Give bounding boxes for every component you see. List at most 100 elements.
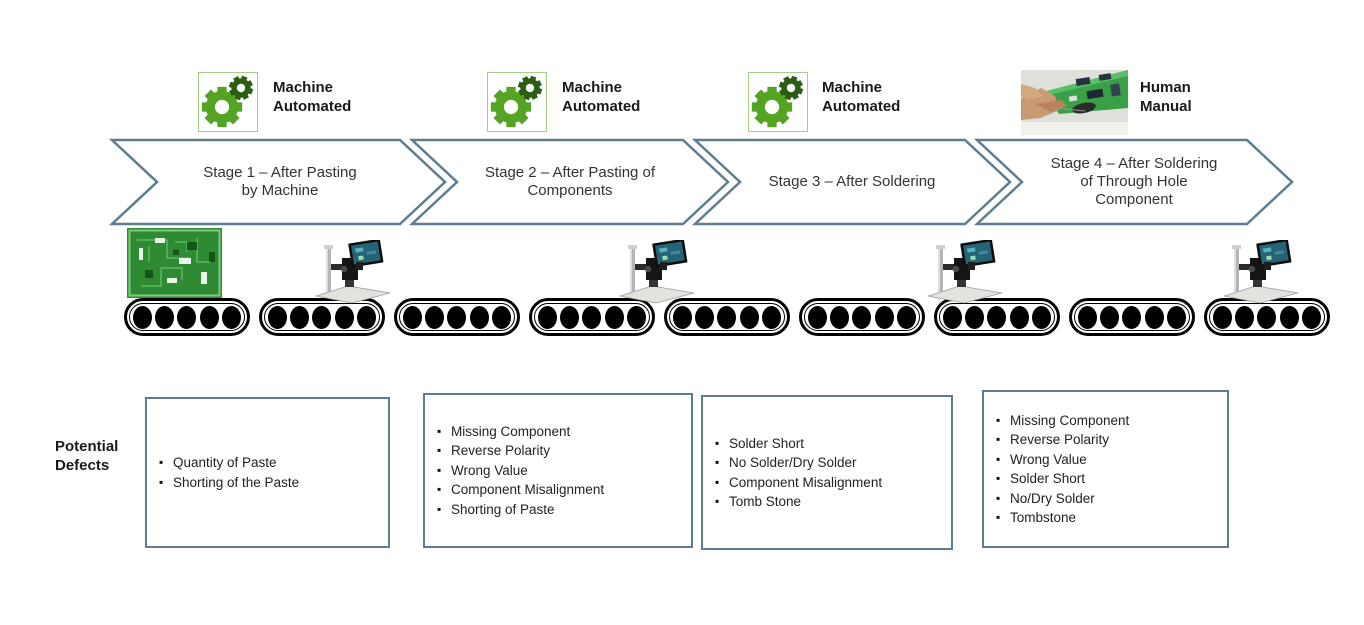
defect-item: Shorting of Paste (437, 500, 685, 520)
roller-dot (425, 305, 445, 329)
arrow-label-line: Stage 3 – After Soldering (768, 173, 936, 190)
conveyor-segment (664, 298, 790, 336)
conveyor-belt (124, 298, 1330, 336)
hands-on-pcb-image (1021, 70, 1128, 135)
inspection-station-icon (1222, 238, 1300, 304)
stage3-arrow (691, 138, 1012, 226)
defect-item: Tomb Stone (715, 492, 945, 512)
roller-dot (491, 305, 511, 329)
roller-dot (943, 305, 963, 329)
human-manual-image (1021, 70, 1128, 135)
roller-dot (1235, 305, 1255, 329)
defect-item: No Solder/Dry Solder (715, 453, 945, 473)
stage2-arrow (408, 138, 730, 226)
roller-dot (739, 305, 759, 329)
machine-automated-icon (748, 72, 808, 132)
stage2-defects-box: Missing ComponentReverse PolarityWrong V… (423, 393, 693, 548)
defect-item: Shorting of the Paste (159, 473, 382, 493)
roller-dot (582, 305, 602, 329)
stage2-defect-list: Missing ComponentReverse PolarityWrong V… (425, 422, 691, 520)
mode-label-line: Automated (822, 98, 901, 115)
roller-dot (717, 305, 737, 329)
roller-dot (1257, 305, 1277, 329)
roller-dot (221, 305, 241, 329)
stage1-mode-label: Machine Automated (273, 78, 351, 116)
roller-dot (1166, 305, 1186, 329)
stage3-defect-list: Solder ShortNo Solder/Dry SolderComponen… (703, 434, 951, 512)
defect-item: Wrong Value (996, 450, 1221, 470)
stage4-mode-label: Human Manual (1140, 78, 1192, 116)
stage1-arrow (108, 138, 447, 226)
conveyor-segment (259, 298, 385, 336)
roller-dot (673, 305, 693, 329)
arrow-label-line: by Machine (241, 182, 319, 199)
roller-dot (626, 305, 646, 329)
stage4-arrow (973, 138, 1294, 226)
defect-item: Missing Component (996, 411, 1221, 431)
roller-dot (403, 305, 423, 329)
conveyor-segment (529, 298, 655, 336)
roller-dot (1031, 305, 1051, 329)
roller-dot (1301, 305, 1321, 329)
roller-dot (538, 305, 558, 329)
stage2-mode-label: Machine Automated (562, 78, 640, 116)
roller-dot (268, 305, 288, 329)
machine-automated-icon (198, 72, 258, 132)
defect-item: Reverse Polarity (996, 430, 1221, 450)
stage3-defects-box: Solder ShortNo Solder/Dry SolderComponen… (701, 395, 953, 550)
conveyor-segment (799, 298, 925, 336)
defect-item: Tombstone (996, 508, 1221, 528)
roller-dot (1144, 305, 1164, 329)
mode-label-line: Automated (273, 98, 352, 115)
roller-dot (987, 305, 1007, 329)
defect-item: Component Misalignment (437, 480, 685, 500)
inspection-station-icon (926, 238, 1004, 304)
roller-dot (896, 305, 916, 329)
roller-dot (965, 305, 985, 329)
roller-dot (290, 305, 310, 329)
arrow-label-line: Stage 2 – After Pasting of (484, 164, 656, 181)
roller-dot (874, 305, 894, 329)
mode-label-line: Human (1140, 79, 1191, 96)
arrow-label-line: Stage 4 – After Soldering (1050, 155, 1218, 172)
inspection-station-icon (618, 238, 696, 304)
roller-dot (604, 305, 624, 329)
roller-dot (808, 305, 828, 329)
gears-icon (751, 72, 807, 128)
inspection-station-icon (314, 238, 392, 304)
defect-item: Solder Short (996, 469, 1221, 489)
stage4-defect-list: Missing ComponentReverse PolarityWrong V… (984, 411, 1227, 528)
arrow-label-line: Components (527, 182, 613, 199)
defect-item: Missing Component (437, 422, 685, 442)
roller-dot (447, 305, 467, 329)
conveyor-segment (1204, 298, 1330, 336)
roller-dot (1213, 305, 1233, 329)
roller-dot (177, 305, 197, 329)
gears-icon (490, 72, 546, 128)
machine-automated-icon (487, 72, 547, 132)
mode-label-line: Manual (1140, 98, 1192, 115)
arrow-label-line: Component (1095, 191, 1173, 208)
mode-label-line: Machine (273, 79, 334, 96)
roller-dot (334, 305, 354, 329)
roller-dot (1078, 305, 1098, 329)
roller-dot (356, 305, 376, 329)
roller-dot (1009, 305, 1029, 329)
roller-dot (830, 305, 850, 329)
stage-arrows (108, 138, 1294, 226)
roller-dot (199, 305, 219, 329)
conveyor-segment (1069, 298, 1195, 336)
stage3-mode-label: Machine Automated (822, 78, 900, 116)
roller-dot (761, 305, 781, 329)
roller-dot (695, 305, 715, 329)
roller-dot (312, 305, 332, 329)
roller-dot (155, 305, 175, 329)
arrow-label-line: of Through Hole (1080, 173, 1188, 190)
defect-item: Reverse Polarity (437, 441, 685, 461)
conveyor-segment (934, 298, 1060, 336)
defects-heading: Potential Defects (55, 438, 119, 474)
defect-item: Wrong Value (437, 461, 685, 481)
